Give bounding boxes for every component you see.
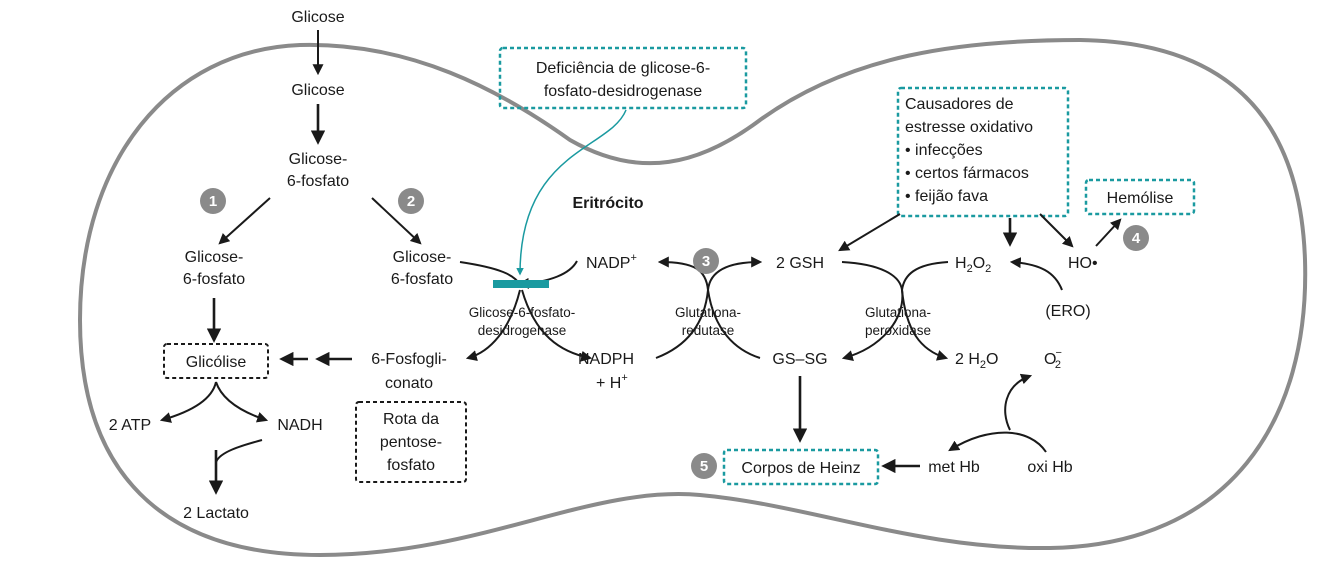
arrow-oxyhb-to-methb [948,431,1047,453]
superoxide-label: O−2 [1044,347,1062,371]
stress-item-fava-beans: • feijão fava [905,188,988,205]
atp-label: 2 ATP [109,417,151,434]
stress-item-drugs: • certos fármacos [905,165,1029,182]
arrow-ero-to-h2o2 [1009,257,1063,291]
pentose-label-1: Rota da [383,411,439,428]
arrow-enzyme-to-6pg [465,289,521,361]
arrow-stress-to-gsh [838,213,901,252]
svg-text:5: 5 [700,458,708,475]
step-badge-5: 5 [691,453,717,479]
svg-text:2: 2 [407,193,415,210]
gssg-label: GS–SG [772,351,827,368]
arrow-to-glycolysis-branch [218,197,271,245]
hemolysis-box [1084,178,1196,216]
arrow-glycolysis-to-nadh [215,381,269,423]
pentose-label-2: pentose- [380,434,442,451]
ero-label: (ERO) [1045,303,1090,320]
g6p-left-label-2: 6-fosfato [183,271,245,288]
arrow-oxyhb-to-superoxide [1004,373,1033,431]
gsh-label: 2 GSH [776,255,824,272]
arrow-enzyme-to-nadph [521,289,593,362]
heinz-bodies-box [722,448,880,486]
nadp-label: NADP+ [586,252,637,272]
arc-nadh [215,439,263,463]
g6pd-block-bar [493,280,549,288]
g6pd-enzyme-label-1: Glicose-6-fosfato- [469,305,576,320]
glutathione-reductase-label-1: Glutationa- [675,305,741,320]
stress-label-1: Causadores de [905,96,1014,113]
nadh-label: NADH [277,417,322,434]
hemolysis-label: Hemólise [1107,190,1174,207]
nadph-label: NADPH [578,351,634,368]
g6p-right-label-2: 6-fosfato [391,271,453,288]
step-badge-2: 2 [398,188,424,214]
erythrocyte-outline [77,37,1308,558]
stress-item-infections: • infecções [905,142,983,159]
glutathione-peroxidase-label-1: Glutationa- [865,305,931,320]
pentose-label-3: fosfato [387,457,435,474]
g6p-center-label-2: 6-fosfato [287,173,349,190]
arrow-to-pentose-branch [371,197,422,245]
g6p-left-label-1: Glicose- [185,249,244,266]
g6pd-enzyme-label-2: desidrogenase [478,323,567,338]
deficiency-box [498,46,748,110]
phosphogluconate-label-1: 6-Fosfogli- [371,351,447,368]
lactate-label: 2 Lactato [183,505,249,522]
arc-gssg-into-gr [707,289,761,359]
hydroxyl-radical-label: HO• [1068,255,1098,272]
glutathione-peroxidase-label-2: peroxidase [865,323,931,338]
arrow-gp-to-water [901,289,949,361]
h2o2-label: H2O2 [955,255,991,275]
erythrocyte-label: Eritrócito [572,195,643,212]
stress-label-2: estresse oxidativo [905,119,1033,136]
svg-text:3: 3 [702,253,710,270]
g6p-right-label-1: Glicose- [393,249,452,266]
heinz-bodies-label: Corpos de Heinz [741,460,860,477]
methemoglobin-label: met Hb [928,459,980,476]
deficiency-label-1: Deficiência de glicose-6- [536,60,710,77]
step-badge-3: 3 [693,248,719,274]
arrow-stress-to-ho [1039,213,1074,248]
arc-h2o2-into-gp [901,261,949,291]
step-badge-1: 1 [200,188,226,214]
arrow-ho-to-hemolysis [1095,218,1122,247]
g6p-center-label-1: Glicose- [289,151,348,168]
arrow-glycolysis-to-atp [159,381,217,423]
oxyhemoglobin-label: oxi Hb [1027,459,1072,476]
glycolysis-box [163,343,269,379]
deficiency-label-2: fosfato-desidrogenase [544,83,702,100]
h-plus-label: + H+ [596,372,628,392]
svg-text:4: 4 [1132,230,1141,247]
svg-text:1: 1 [209,193,217,210]
pentose-pathway-box [355,401,467,483]
glucose-label: Glicose [291,82,344,99]
water-label: 2 H2O [955,351,998,371]
glycolysis-label: Glicólise [186,354,247,371]
deficiency-pointer [516,109,627,276]
phosphogluconate-label-2: conato [385,375,433,392]
glutathione-reductase-label-2: redutase [682,323,735,338]
glucose-top-label: Glicose [291,9,344,26]
step-badge-4: 4 [1123,225,1149,251]
